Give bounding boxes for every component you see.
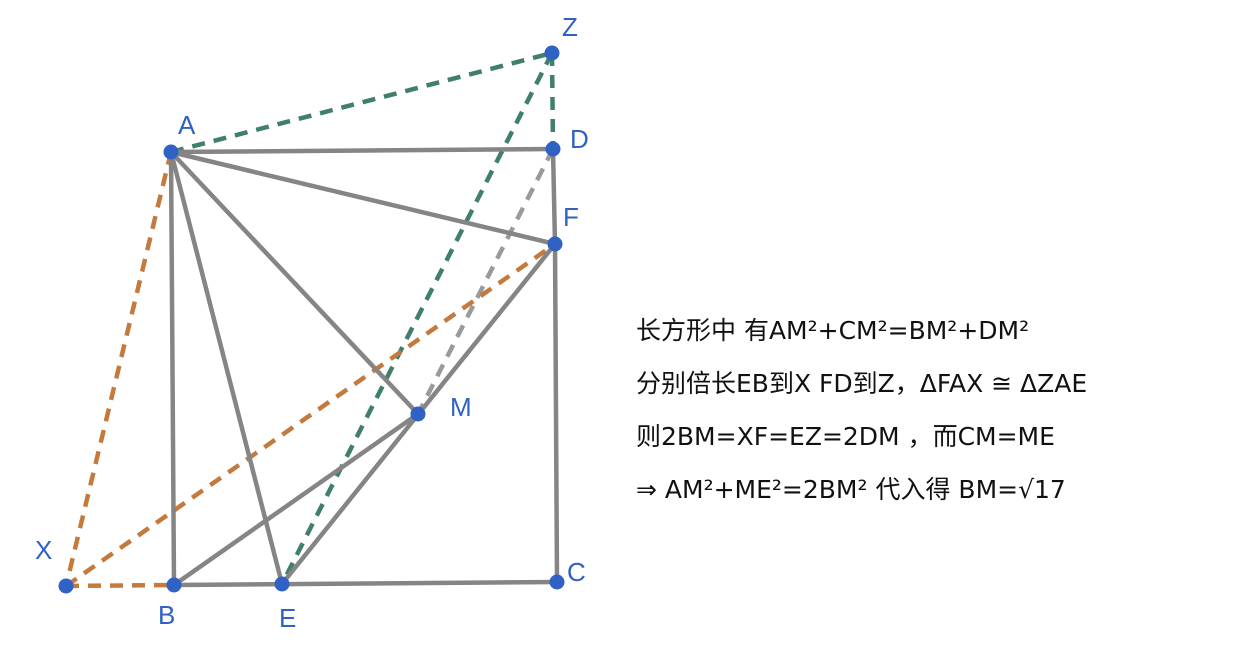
explanation-line: ⇒ AM²+ME²=2BM² 代入得 BM=√17 [636,475,1066,504]
label-X: X [35,535,52,565]
point-A [163,144,179,160]
label-M: M [450,392,472,422]
segment-A-M [168,149,421,417]
explanation-text: 长方形中 有AM²+CM²=BM²+DM² 分别倍长EB到X FD到Z，ΔFAX… [636,304,1226,516]
explanation-line: 则2BM=XF=EZ=2DM ，而CM=ME [636,422,1055,451]
segment-A-E [168,149,285,587]
label-Z: Z [562,12,578,42]
point-X [58,578,74,594]
point-labels: A Z D F M X B E C [35,12,589,633]
segment-X-F [64,242,557,588]
label-C: C [567,557,586,587]
segment-B-M [171,411,421,588]
explanation-line: 分别倍长EB到X FD到Z，ΔFAX ≅ ΔZAE [636,369,1088,398]
segment-F-C [552,241,560,585]
dashed-segments [63,50,557,589]
points [58,45,565,594]
label-F: F [563,202,579,232]
point-E [274,576,290,592]
point-D [545,141,561,157]
point-M [410,406,426,422]
segment-D-F [550,146,558,247]
label-E: E [279,603,296,633]
segment-A-B [168,149,177,588]
segment-X-B [65,582,175,589]
segment-A-X [63,151,174,587]
label-D: D [570,124,589,154]
solid-segments [168,146,560,588]
segment-D-M [415,147,556,416]
segment-A-Z [170,50,553,155]
point-F [547,236,563,252]
point-C [549,574,565,590]
segment-Z-E [279,51,555,586]
segment-A-F [168,149,558,247]
label-B: B [158,600,175,630]
segment-B-C [171,579,560,588]
explanation-line: 长方形中 有AM²+CM²=BM²+DM² [636,316,1030,345]
point-Z [544,45,560,61]
segment-A-D [168,146,556,155]
segment-Z-D [549,52,556,150]
point-B [166,577,182,593]
label-A: A [178,110,196,140]
